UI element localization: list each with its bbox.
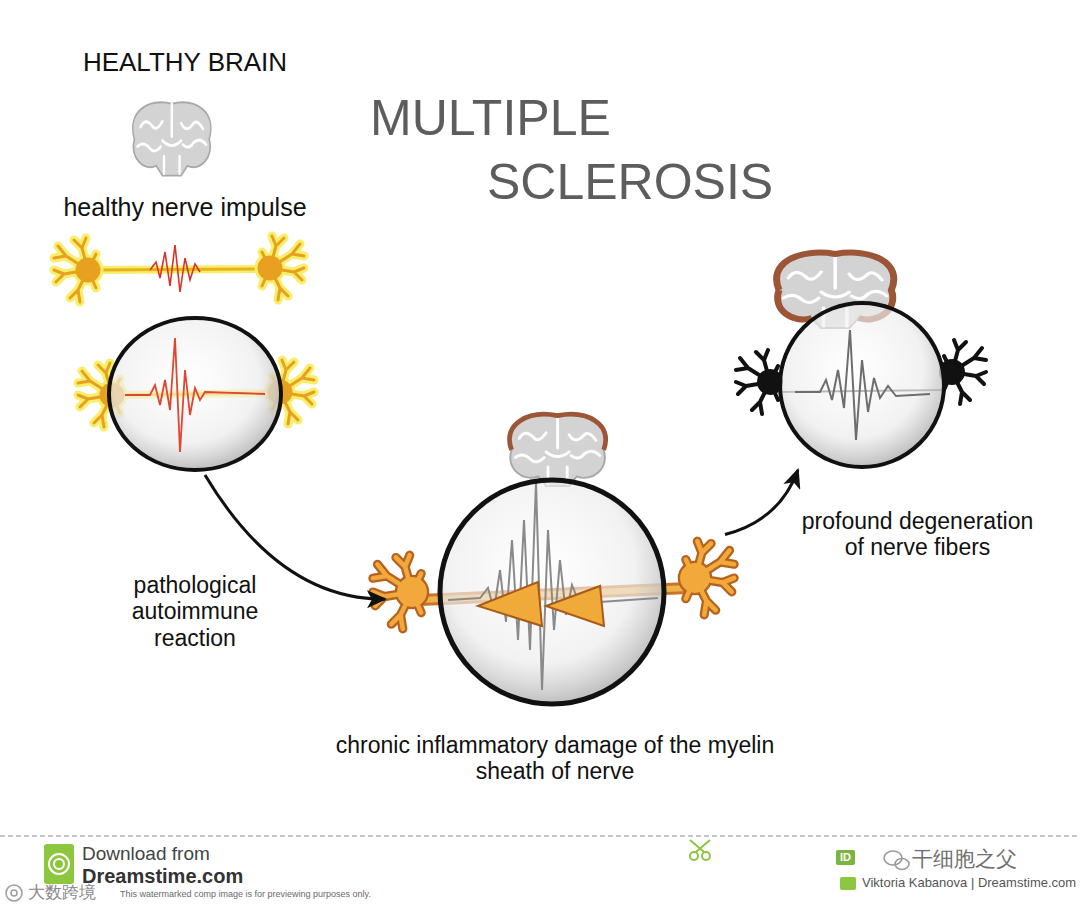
stage-heading: profound degeneration of nerve fibers xyxy=(795,508,1040,561)
icon-dot xyxy=(11,890,17,896)
nerve-impulse xyxy=(125,338,265,452)
logo-spiral xyxy=(54,859,64,869)
footer-divider xyxy=(0,835,1080,837)
stage-caption: healthy nerve impulse xyxy=(45,193,325,222)
credit-badge xyxy=(840,877,856,890)
stage-panel: chronic inflammatory damage of the myeli… xyxy=(385,478,725,704)
degenerated-lens xyxy=(736,303,986,467)
neuron xyxy=(259,236,304,300)
lens-glass xyxy=(440,480,664,704)
neuron-glow xyxy=(259,236,304,300)
neuron xyxy=(941,340,986,404)
neuron xyxy=(54,238,99,302)
logo-spiral xyxy=(49,854,69,874)
stage-panel: profound degeneration of nerve fibers xyxy=(745,300,975,470)
axon-glow xyxy=(95,269,262,270)
neuron xyxy=(682,541,734,615)
watermark-text: This watermarked comp image is for previ… xyxy=(120,889,371,899)
arrow-label: pathological autoimmune reaction xyxy=(112,572,278,651)
watermark-text: ID xyxy=(836,850,855,865)
scissor-blades xyxy=(690,840,710,852)
myelin-damage xyxy=(478,582,542,626)
stage-heading: chronic inflammatory damage of the myeli… xyxy=(325,732,785,785)
damaged-brain xyxy=(510,414,606,486)
wechat-icon xyxy=(884,851,909,870)
healthy-neurons xyxy=(54,236,304,302)
healthy-lens xyxy=(78,318,314,470)
neuron xyxy=(736,350,781,414)
axon xyxy=(95,269,262,270)
process-arrow xyxy=(725,470,798,535)
bubble xyxy=(895,859,909,870)
lens-glass xyxy=(109,318,281,470)
logo-square xyxy=(44,844,74,884)
lens-rim xyxy=(440,480,664,704)
watermark-text: 干细胞之父 xyxy=(912,847,1017,871)
diagram-title: MULTIPLE SCLEROSIS xyxy=(487,86,797,214)
watermark-icon xyxy=(6,885,22,901)
degenerated-impulse xyxy=(795,330,930,440)
watermark-text: Download from xyxy=(82,843,210,865)
inflamed-lens xyxy=(373,480,734,704)
healthy-brain xyxy=(133,102,211,175)
nerve-impulse xyxy=(150,245,200,292)
neuron-glow xyxy=(682,541,734,615)
lens-rim xyxy=(780,303,944,467)
scissor-ring xyxy=(702,852,710,860)
scissors-icon xyxy=(690,840,710,860)
disturbed-impulse xyxy=(448,482,658,690)
myelin-damage xyxy=(546,586,604,626)
icon-ring xyxy=(6,885,22,901)
stage-heading: HEALTHY BRAIN xyxy=(50,48,320,78)
watermark-text: Dreamstime.com xyxy=(82,865,243,888)
scissor-ring xyxy=(690,852,698,860)
neuron xyxy=(373,555,425,629)
stage-panel: HEALTHY BRAINhealthy nerve impulse xyxy=(50,40,320,475)
watermark-text: 大数跨境 xyxy=(28,883,96,903)
lens-glass xyxy=(780,303,944,467)
bubble xyxy=(884,851,902,865)
neuron-glow xyxy=(54,238,99,302)
brain-base xyxy=(510,414,606,486)
inflamed-cortex xyxy=(510,414,606,450)
neuron-glow xyxy=(373,555,425,629)
dreamstime-logo xyxy=(44,844,74,884)
watermark-text: Viktoria Kabanova | Dreamstime.com xyxy=(862,876,1076,891)
lens-rim xyxy=(109,318,281,470)
